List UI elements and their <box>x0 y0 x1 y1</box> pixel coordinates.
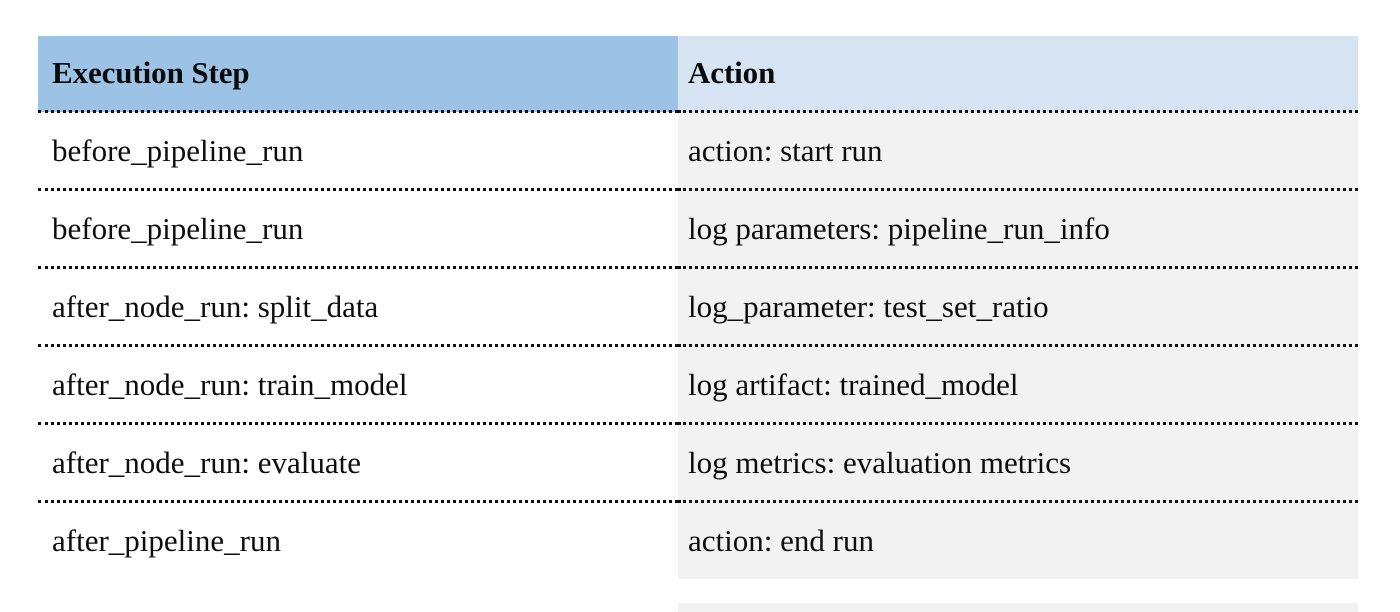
cell-execution-step: after_node_run: evaluate <box>38 423 678 503</box>
cell-execution-step: after_node_run: train_model <box>38 345 678 425</box>
column-header-action: Action <box>678 36 1358 113</box>
cell-action: action: start run <box>678 111 1358 191</box>
table-header: Execution Step Action <box>38 36 1358 113</box>
cell-execution-step: before_pipeline_run <box>38 189 678 269</box>
table-header-row: Execution Step Action <box>38 36 1358 113</box>
cell-execution-step: after_node_run: split_data <box>38 267 678 347</box>
column-header-execution-step: Execution Step <box>38 36 678 113</box>
execution-steps-table: Execution Step Action before_pipeline_ru… <box>38 36 1358 579</box>
table-row: after_node_run: split_data log_parameter… <box>38 267 1358 347</box>
action-column-filler <box>678 603 1358 612</box>
table-row: after_node_run: train_model log artifact… <box>38 345 1358 425</box>
cell-execution-step: after_pipeline_run <box>38 501 678 579</box>
execution-steps-table-container: Execution Step Action before_pipeline_ru… <box>38 36 1358 612</box>
cell-action: log metrics: evaluation metrics <box>678 423 1358 503</box>
table-row: after_pipeline_run action: end run <box>38 501 1358 579</box>
table-row: before_pipeline_run log parameters: pipe… <box>38 189 1358 269</box>
cell-execution-step: before_pipeline_run <box>38 111 678 191</box>
cell-action: log artifact: trained_model <box>678 345 1358 425</box>
cell-action: log parameters: pipeline_run_info <box>678 189 1358 269</box>
cell-action: action: end run <box>678 501 1358 579</box>
table-row: before_pipeline_run action: start run <box>38 111 1358 191</box>
table-body: before_pipeline_run action: start run be… <box>38 111 1358 579</box>
table-row: after_node_run: evaluate log metrics: ev… <box>38 423 1358 503</box>
cell-action: log_parameter: test_set_ratio <box>678 267 1358 347</box>
